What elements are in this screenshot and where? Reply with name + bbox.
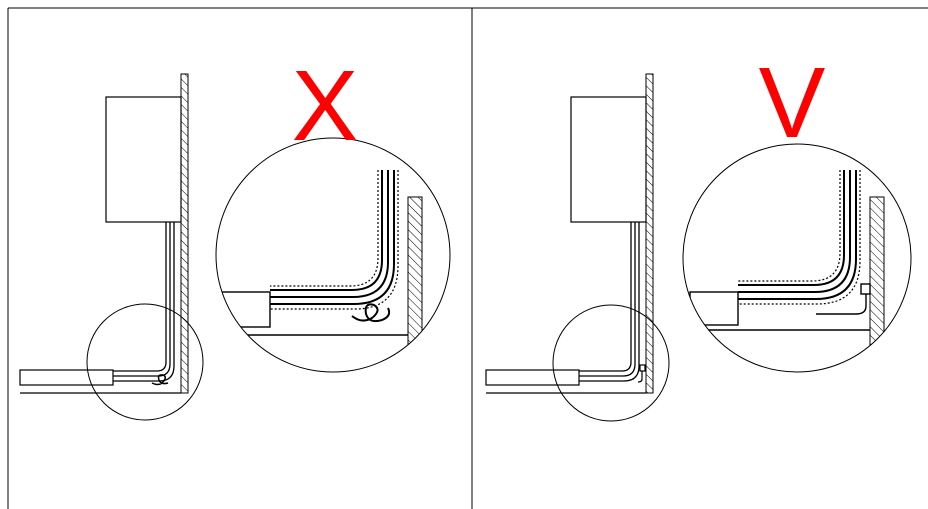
cable-tie bbox=[637, 364, 646, 383]
cable-bundle bbox=[113, 222, 175, 382]
detail-marker-circle bbox=[552, 304, 670, 422]
panel-correct bbox=[485, 73, 912, 422]
cable-connector bbox=[485, 369, 580, 386]
device-box bbox=[105, 96, 182, 223]
detail-marker-circle bbox=[86, 303, 204, 421]
cable-tie-magnified bbox=[816, 283, 871, 315]
cable-connector bbox=[19, 369, 114, 386]
loose-cable-loop bbox=[151, 374, 169, 386]
panel-frame bbox=[7, 7, 928, 509]
incorrect-mark: X bbox=[291, 50, 359, 162]
magnified-detail bbox=[215, 137, 451, 373]
magnifier-circle bbox=[682, 143, 912, 373]
wall bbox=[20, 73, 189, 394]
cable-bundle bbox=[579, 222, 640, 382]
magnified-detail bbox=[682, 143, 912, 373]
magnifier-circle bbox=[215, 137, 451, 373]
correct-mark: V bbox=[758, 47, 826, 159]
wall bbox=[486, 73, 654, 394]
device-box bbox=[570, 96, 647, 223]
panel-incorrect bbox=[19, 73, 451, 421]
